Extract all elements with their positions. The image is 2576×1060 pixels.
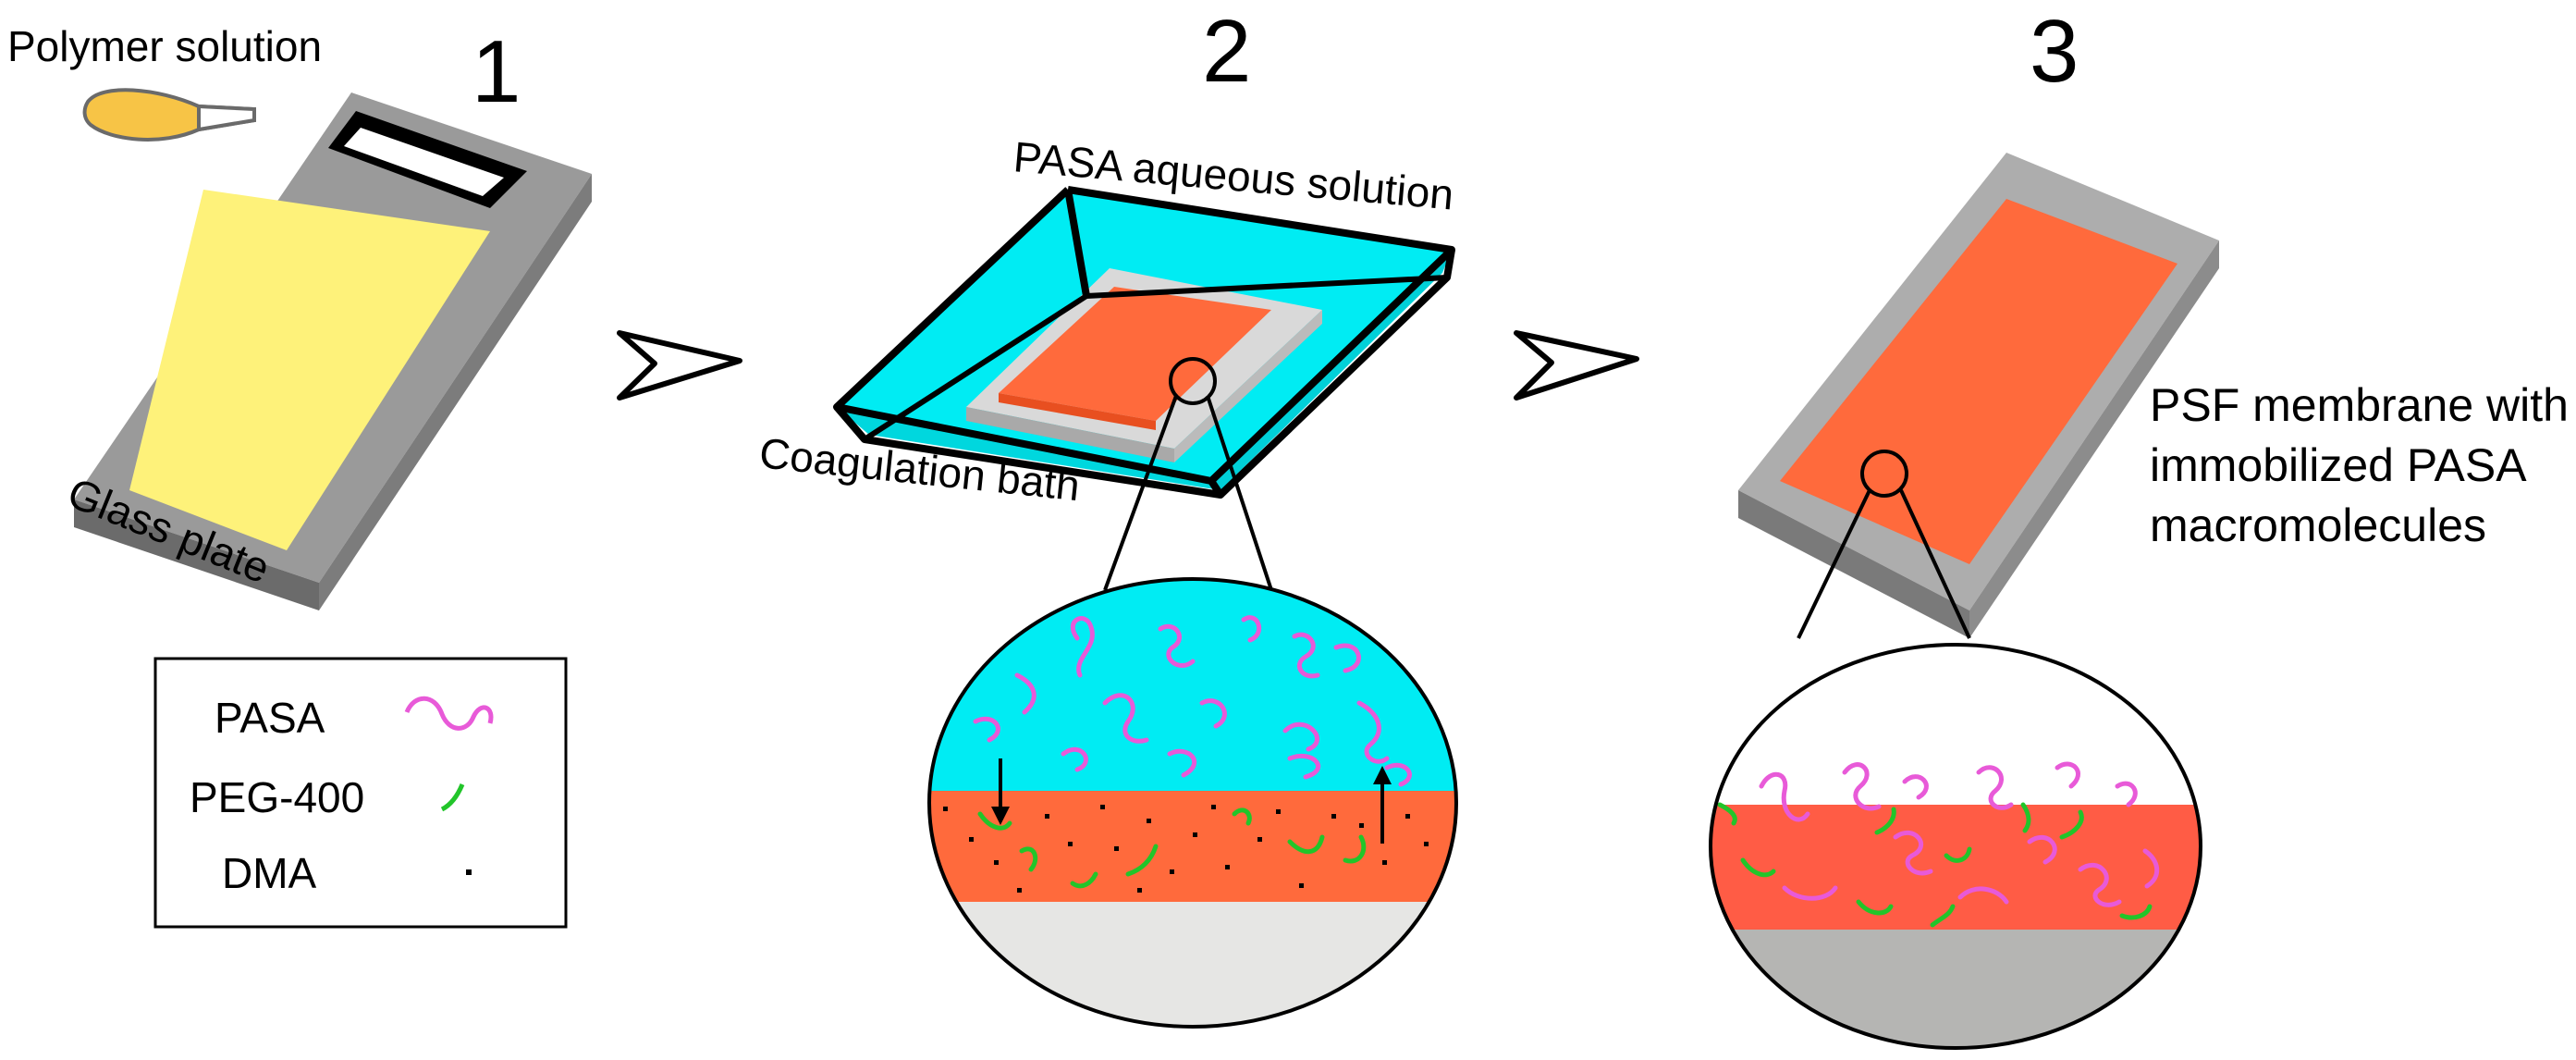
legend-label-dma: DMA	[222, 849, 317, 897]
step-2: 2 PASA aqueous solution Coagulation bath	[757, 2, 1458, 1029]
arrow-step-1-to-2	[617, 330, 742, 401]
legend-symbol-dma	[466, 869, 472, 875]
zoom-marker-3	[1860, 450, 1908, 498]
polymer-solution-label: Polymer solution	[7, 22, 322, 70]
legend-symbol-pasa	[404, 696, 494, 731]
psf-membrane-label-line2: immobilized PASA	[2150, 439, 2527, 491]
membrane-final	[1780, 199, 2177, 564]
arrow-step-2-to-3	[1514, 330, 1639, 401]
step-number-3: 3	[2030, 2, 2079, 101]
legend-label-peg: PEG-400	[190, 773, 364, 821]
psf-membrane-label-line1: PSF membrane with	[2150, 379, 2569, 431]
zoom-marker-2	[1169, 357, 1217, 405]
polymer-film	[129, 190, 490, 550]
step-1: 1 Polymer solution Glass plate	[7, 22, 592, 610]
legend-box	[153, 657, 568, 929]
magnifier-circle-2	[927, 577, 1458, 1029]
dropper-icon	[82, 88, 256, 142]
legend-symbol-peg	[440, 783, 465, 812]
step-3: 3 PSF membrane with immobilized PASA mac…	[1709, 2, 2569, 1050]
magnifier-circle-3	[1709, 643, 2202, 1050]
legend-label-pasa: PASA	[215, 694, 325, 742]
step-number-1: 1	[472, 22, 521, 121]
magnified-bath-cross-section	[929, 579, 1456, 1027]
diffusion-arrow-down	[991, 758, 1010, 825]
dma-dots	[943, 805, 1429, 893]
step-number-2: 2	[1202, 2, 1251, 101]
diffusion-arrow-up	[1373, 766, 1392, 844]
membrane-in-bath	[999, 287, 1271, 421]
legend: PASA PEG-400 DMA	[153, 657, 568, 929]
magnified-membrane-cross-section	[1711, 645, 2201, 1048]
psf-membrane-label-line3: macromolecules	[2150, 499, 2486, 551]
glass-plate	[74, 92, 592, 610]
